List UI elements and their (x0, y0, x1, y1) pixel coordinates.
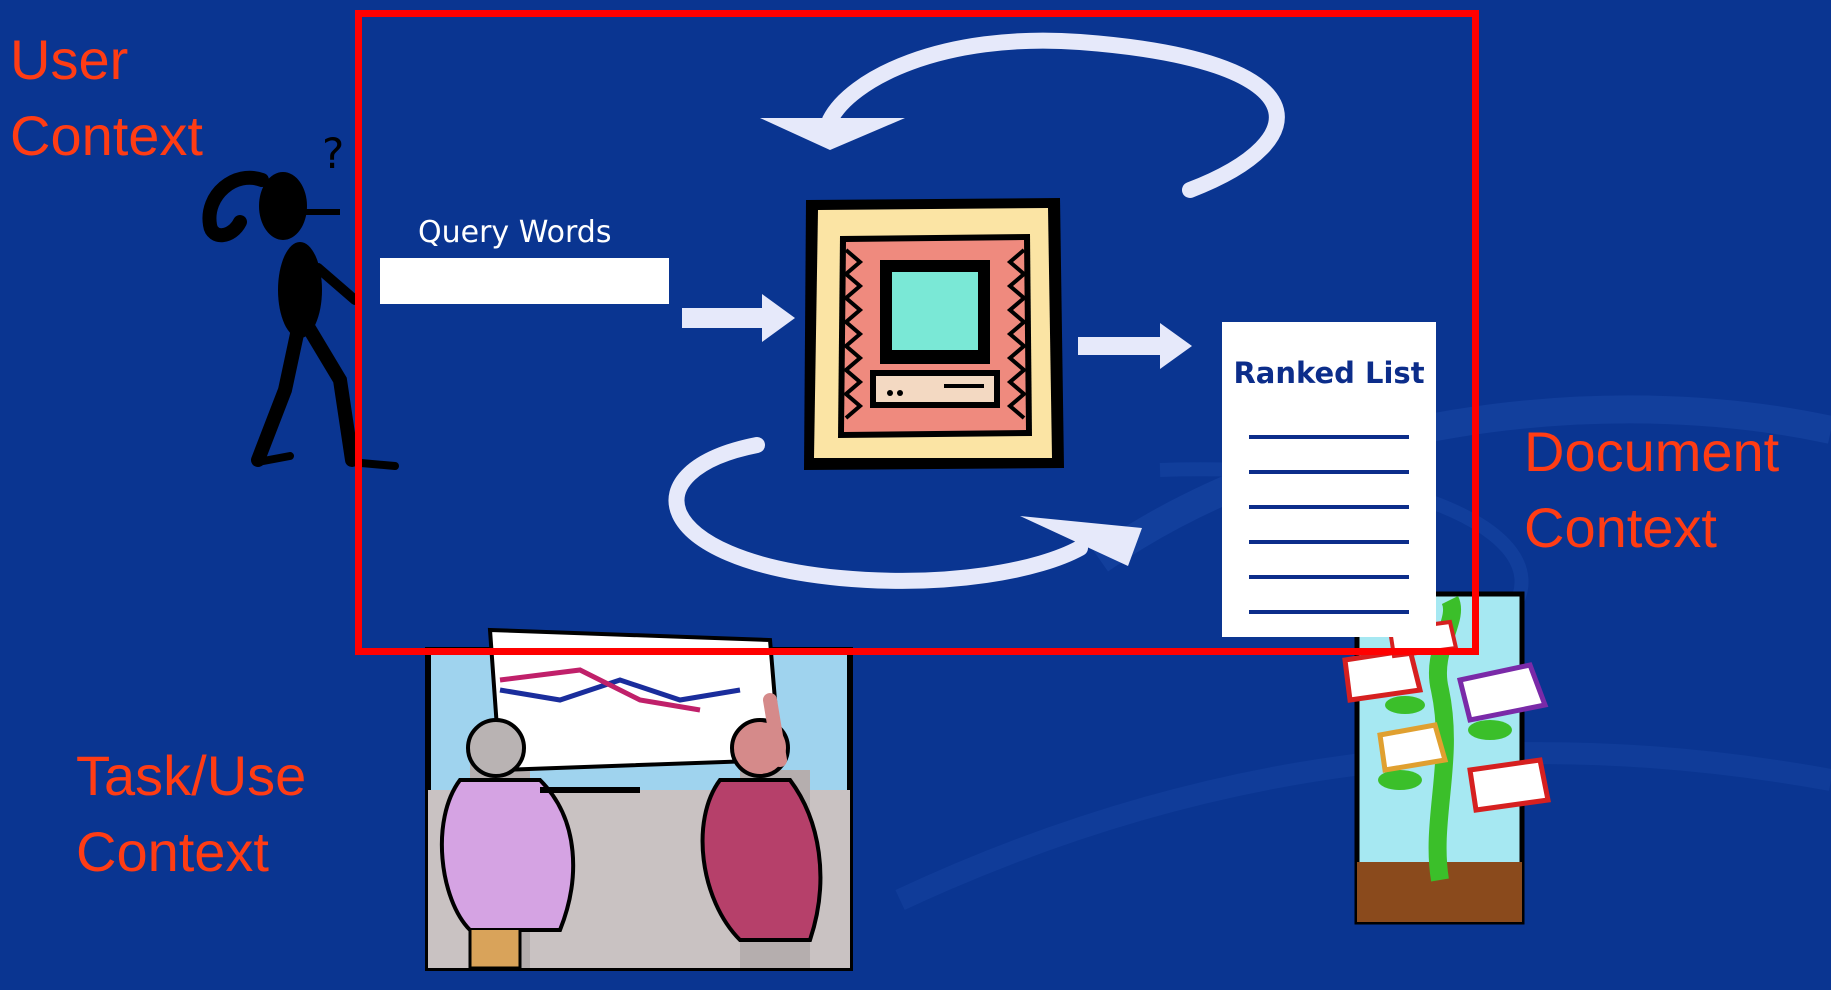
svg-text:?: ? (322, 129, 344, 178)
bottom-feedback-arrow (668, 437, 1142, 589)
people-reviewing-chart-icon (425, 627, 853, 971)
ranked-list-line (1249, 575, 1409, 579)
system-scope-frame (355, 10, 1479, 655)
query-words-label: Query Words (418, 215, 612, 250)
ranked-list-line (1249, 435, 1409, 439)
document-context-label: Document Context (1524, 420, 1780, 559)
arrow-to-ranked-list (1078, 323, 1192, 369)
ranked-list-line (1249, 540, 1409, 544)
thinking-person-icon: ? (202, 129, 399, 470)
ranked-list-line (1249, 470, 1409, 474)
computer-icon (804, 198, 1064, 470)
ranked-list-line (1249, 505, 1409, 509)
ranked-list-line (1249, 610, 1409, 614)
query-words-input[interactable] (380, 258, 669, 304)
arrow-to-system (682, 294, 795, 342)
ranked-list-document: Ranked List (1222, 322, 1436, 637)
top-feedback-arrow (760, 32, 1285, 198)
ranked-list-title: Ranked List (1233, 356, 1425, 390)
user-context-label: User Context (10, 28, 203, 167)
task-context-label: Task/Use Context (76, 744, 307, 883)
